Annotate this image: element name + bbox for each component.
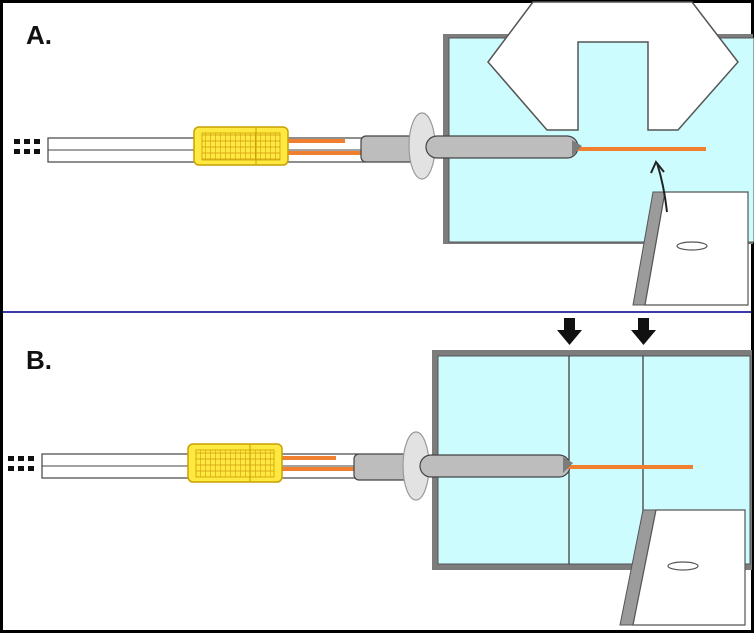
razor-slot-a [676, 241, 708, 251]
yellow-connector-a [193, 126, 289, 166]
panel-label-b: B. [26, 345, 52, 375]
razor-blade-a [632, 191, 749, 306]
wire-tip-b [563, 457, 573, 473]
panel-b [8, 318, 752, 626]
arrow-to-wire-icon [650, 160, 668, 213]
wire-tip-a [572, 140, 582, 156]
panel-label-a: A. [26, 20, 52, 50]
cut-arrow-down-icon-2 [631, 318, 656, 345]
razor-slot-b [667, 561, 699, 571]
cut-arrow-down-icon-1 [557, 318, 582, 345]
connector-pins-b [8, 456, 34, 471]
panel-a [14, 1, 754, 306]
cutter-blade-icon [487, 1, 739, 131]
connector-pins-a [14, 139, 40, 154]
yellow-connector-b [187, 443, 283, 483]
razor-blade-b [619, 509, 746, 626]
inner-tube-b [419, 454, 571, 478]
inner-tube-a [425, 135, 579, 159]
